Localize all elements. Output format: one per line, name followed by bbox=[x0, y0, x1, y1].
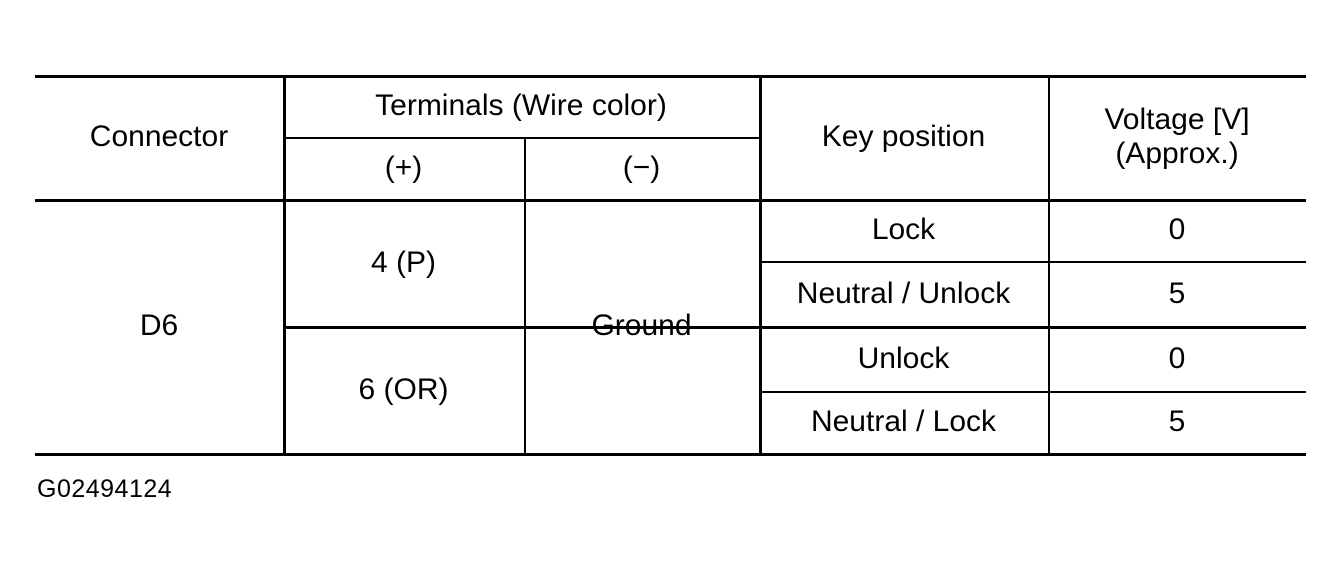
row-divider-3 bbox=[759, 391, 1306, 393]
cell-key-position-3: Unlock bbox=[857, 341, 950, 375]
cell-key-position-2: Neutral / Unlock bbox=[796, 276, 1011, 310]
header-terminal-negative: (−) bbox=[622, 151, 661, 185]
col-divider-connector bbox=[283, 75, 286, 456]
row-divider-2 bbox=[283, 326, 1306, 329]
cell-terminal-positive-1: 4 (P) bbox=[370, 245, 436, 279]
cell-voltage-2: 5 bbox=[1168, 276, 1186, 310]
cell-terminal-positive-2: 6 (OR) bbox=[358, 372, 449, 406]
col-divider-voltage bbox=[1048, 75, 1050, 456]
table-top-border bbox=[35, 75, 1306, 78]
cell-voltage-3: 0 bbox=[1168, 341, 1186, 375]
voltage-spec-table: Connector Terminals (Wire color) (+) (−)… bbox=[35, 75, 1306, 456]
header-voltage-line2: (Approx.) bbox=[1115, 137, 1239, 170]
cell-key-position-1: Lock bbox=[871, 213, 936, 247]
header-terminal-positive: (+) bbox=[384, 151, 423, 185]
cell-key-position-4: Neutral / Lock bbox=[810, 405, 997, 439]
row-divider-1 bbox=[759, 261, 1306, 263]
cell-voltage-4: 5 bbox=[1168, 405, 1186, 439]
cell-voltage-1: 0 bbox=[1168, 213, 1186, 247]
header-connector: Connector bbox=[89, 120, 229, 154]
cell-connector-value: D6 bbox=[139, 309, 179, 343]
header-key-position: Key position bbox=[821, 120, 986, 154]
header-voltage: Voltage [V] (Approx.) bbox=[1048, 75, 1306, 199]
header-voltage-line1: Voltage [V] bbox=[1104, 103, 1250, 137]
col-divider-key-position bbox=[759, 75, 762, 456]
table-bottom-border bbox=[35, 453, 1306, 456]
col-divider-terminal-polarity bbox=[524, 137, 526, 456]
header-bottom-border bbox=[35, 199, 1306, 202]
terminals-subheader-divider bbox=[283, 137, 759, 139]
header-terminals-group: Terminals (Wire color) bbox=[375, 89, 667, 123]
figure-code-label: G02494124 bbox=[37, 475, 173, 503]
cell-terminal-negative-ground: Ground bbox=[591, 309, 692, 343]
